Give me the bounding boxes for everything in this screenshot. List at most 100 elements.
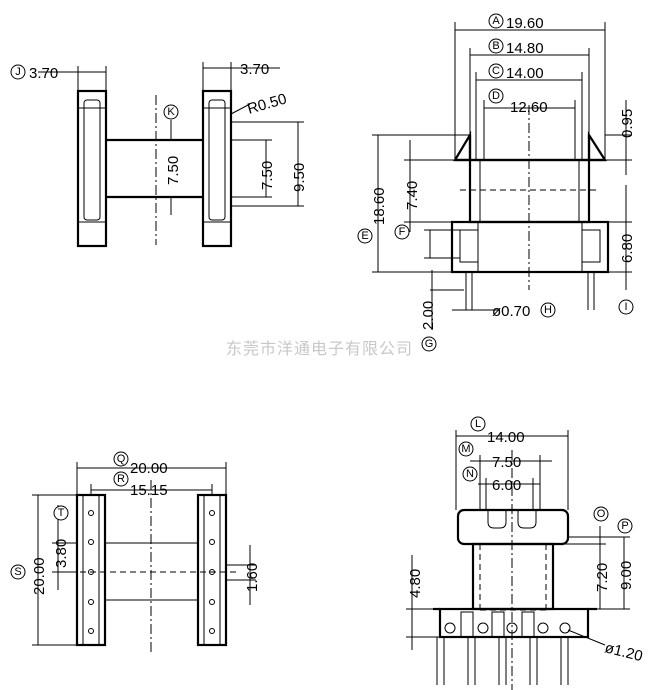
dim-e-value: 18.60 [371,187,388,225]
dim-i-value: 6.80 [619,234,636,263]
bottom-view-bottom-left: Q 20.00 R 15.15 3.80 T 20.00 S 1.60 [10,451,261,655]
pin-hole [209,510,215,516]
label-circle [488,63,504,79]
pin-holes-left [88,510,94,634]
label-letter: L [475,418,481,430]
leader-line [567,629,606,646]
top-cap [456,508,570,546]
dim-right-value: 1.60 [244,563,261,592]
front-view-top-right: A 19.60 B 14.80 C 14.00 D 12.60 0.95 6.8… [357,13,636,352]
dim-l-value: 14.00 [487,429,525,446]
dim-pin-value: ø1.20 [603,639,644,665]
dim-t-value: 3.80 [53,539,70,568]
label-letter: M [461,443,470,455]
dim-left-v-value: 4.80 [407,569,424,598]
pin-box-left [459,229,479,263]
label-letter: G [425,338,434,350]
label-circle [488,38,504,54]
pin-hole [209,599,215,605]
dim-top-right-value: 3.70 [240,61,269,78]
dim-a-value: 19.60 [506,15,544,32]
dim-b-value: 14.80 [506,40,544,57]
label-circle [462,466,478,482]
label-letter: H [544,304,552,316]
pin-circle [537,622,549,634]
label-circle [10,64,26,80]
dim-d-value: 12.60 [510,99,548,116]
watermark-text: 东莞市洋通电子有限公司 [226,339,413,358]
pins [436,637,569,685]
left-flange-inner [83,99,101,221]
label-letter: S [14,566,21,578]
label-letter: T [58,507,65,519]
cap-notch [517,510,537,529]
pin-circle [444,622,456,634]
top-flange-left [453,131,472,162]
label-letter: C [492,65,500,77]
label-letter: N [466,468,474,480]
cap-notch [487,510,507,529]
dim-c-value: 14.00 [506,65,544,82]
label-letter: B [492,40,499,52]
pin-slot [521,611,535,638]
pin-box-right [581,229,601,263]
pin-hole [209,539,215,545]
front-view-bottom-right: L 14.00 M 7.50 N 6.00 O P 7.20 9.00 4.80 [406,416,644,690]
pin-hole [88,539,94,545]
label-circle [113,471,129,487]
pin-slot [491,611,505,638]
dim-n-value: 6.00 [492,477,521,494]
dim-j-value: 3.70 [29,65,58,82]
top-flange-right [587,131,608,162]
right-flange [201,89,233,248]
label-letter: K [167,106,175,118]
label-circle [618,299,634,315]
label-circle [617,518,633,534]
label-letter: P [621,520,628,532]
dim-q-value: 20.00 [130,460,168,477]
label-circle [470,416,486,432]
pin-hole [209,628,215,634]
dim-m-value: 7.50 [492,454,521,471]
label-letter: J [15,66,21,78]
dim-outer-v-value: 9.50 [291,163,308,192]
label-circle [488,13,504,29]
dim-g-value: 2.00 [420,301,437,330]
dim-h-value: ø0.70 [492,303,530,320]
label-circle [394,224,410,240]
pin-stubs [444,611,571,638]
label-circle [53,505,69,521]
label-letter: O [597,508,606,520]
label-letter: E [361,230,368,242]
label-circle [540,302,556,318]
dim-radius-value: R0.50 [245,90,288,117]
label-letter: A [492,15,500,27]
dim-s-value: 20.00 [31,557,48,595]
bobbin-body [471,542,555,611]
label-letter: D [492,90,500,102]
bottom-flange [450,220,610,274]
label-circle [113,451,129,467]
dim-o-value: 7.20 [594,563,611,592]
label-letter: Q [117,453,126,465]
label-circle [163,104,179,120]
label-letter: F [399,226,406,238]
pin-hole [88,599,94,605]
dim-flange-value: 0.95 [619,109,636,138]
pin-circle [477,622,489,634]
left-flange [76,89,108,248]
dim-r-value: 15.15 [130,482,168,499]
label-circle [488,88,504,104]
label-circle [421,336,437,352]
dim-right-v-value: 7.50 [259,161,276,190]
label-circle [357,228,373,244]
label-letter: R [117,473,125,485]
side-view-top-left: J 3.70 3.70 R0.50 K 7.50 7.50 9.50 [10,61,308,248]
dim-inner-v-value: 7.50 [165,156,182,185]
base [438,607,590,639]
dim-p-value: 9.00 [618,561,635,590]
pin-circle [559,622,571,634]
label-circle [593,506,609,522]
pin-slot [460,611,474,638]
